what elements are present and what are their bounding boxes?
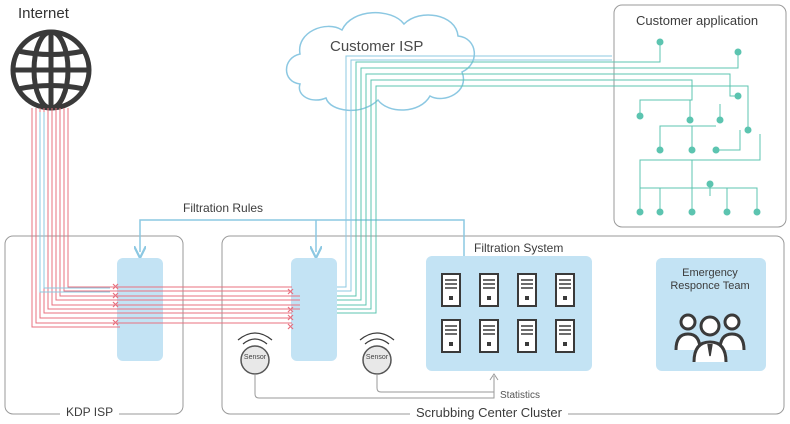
server-icons — [441, 273, 575, 353]
emergency-team-label: Emergency Responce Team — [670, 267, 750, 292]
filtration-system-box — [426, 256, 592, 371]
sensor-wifi-icon — [359, 332, 395, 375]
customer-app-nodes — [636, 38, 761, 216]
customer-application-label: Customer application — [636, 13, 759, 28]
customer-app-network — [612, 42, 761, 212]
filtration-system-label: Filtration System — [474, 241, 564, 255]
statistics-label: Statistics — [500, 390, 541, 401]
filtration-rules-label: Filtration Rules — [183, 201, 264, 215]
attack-traffic-lines — [31, 108, 300, 328]
isp-traffic-lines — [39, 112, 110, 293]
block-marks — [112, 283, 294, 330]
server-icon — [555, 319, 575, 353]
internet-label: Internet — [18, 5, 69, 22]
scrubbing-center-label: Scrubbing Center Cluster — [410, 405, 568, 420]
server-icon — [517, 319, 537, 353]
people-group-icon — [674, 313, 746, 363]
server-icon — [555, 273, 575, 307]
customer-isp-label: Customer ISP — [330, 38, 424, 55]
sensor-label: Sensor — [243, 354, 267, 361]
kdp-isp-label: KDP ISP — [60, 405, 120, 419]
statistics-lines — [254, 373, 499, 399]
server-icon — [479, 319, 499, 353]
sensor-label: Sensor — [365, 354, 389, 361]
server-icon — [441, 273, 461, 307]
server-icon — [479, 273, 499, 307]
customer-application-box — [613, 4, 787, 228]
clean-traffic-lines-blue — [337, 55, 612, 292]
scrubbing-filter-box — [291, 258, 337, 361]
sensor-wifi-icon — [237, 332, 273, 375]
server-icon — [441, 319, 461, 353]
globe-icon — [10, 29, 92, 111]
clean-traffic-lines — [337, 61, 612, 314]
server-icon — [517, 273, 537, 307]
